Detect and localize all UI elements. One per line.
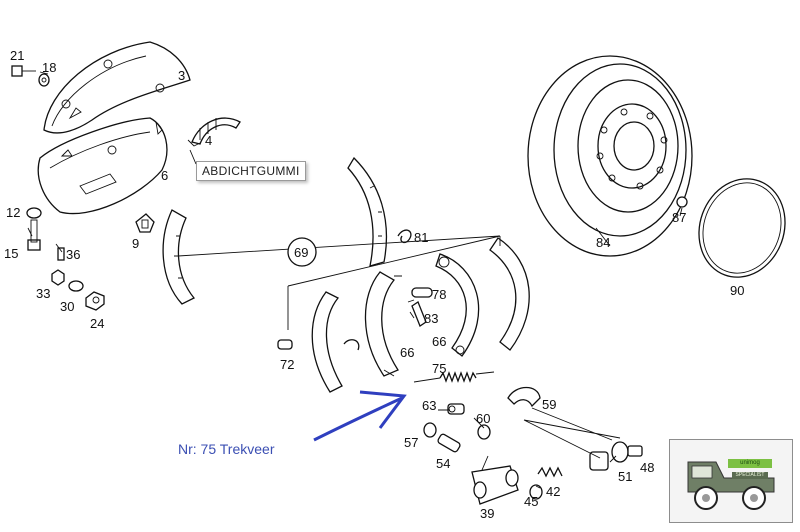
part-number-3: 3 [178, 68, 185, 83]
nut-33 [51, 269, 65, 286]
pointer-arrow [313, 390, 407, 442]
part-number-59: 59 [542, 397, 556, 412]
shoe-66-a [364, 271, 402, 377]
lining-right [489, 237, 530, 351]
part-number-42: 42 [546, 484, 560, 499]
part-number-83: 83 [424, 311, 438, 326]
screw-54 [437, 433, 461, 453]
truck-illustration [687, 461, 775, 510]
part-number-57: 57 [404, 435, 418, 450]
part-number-15: 15 [4, 246, 18, 261]
clip-81 [397, 229, 412, 244]
pin-36 [57, 247, 65, 261]
part-number-12: 12 [6, 205, 20, 220]
screw-87 [676, 196, 688, 208]
part-number-75: 75 [432, 361, 446, 376]
part-number-81: 81 [414, 230, 428, 245]
part-number-30: 30 [60, 299, 74, 314]
spring-75 [413, 371, 495, 383]
spring-45 [537, 466, 563, 478]
callout-69-circle [287, 237, 317, 267]
bolt-15 [27, 219, 41, 251]
part-number-4: 4 [205, 133, 212, 148]
pin-78 [411, 287, 433, 298]
clip-9 [135, 213, 155, 233]
part-number-51: 51 [618, 469, 632, 484]
part-number-18: 18 [42, 60, 56, 75]
part-number-6: 6 [161, 168, 168, 183]
part-number-39: 39 [480, 506, 494, 521]
cap-48 [611, 441, 643, 463]
tooltip-abdichtgummi: ABDICHTGUMMI [196, 161, 306, 181]
part-number-66-b: 66 [432, 334, 446, 349]
part-number-48: 48 [640, 460, 654, 475]
bleed-screw-63 [447, 403, 465, 415]
lining-left [162, 209, 196, 305]
logo-sign: unimog [728, 459, 772, 468]
repair-kit-59 [507, 386, 621, 459]
part-number-63: 63 [422, 398, 436, 413]
backing-plate-bottom [37, 117, 168, 215]
part-number-84: 84 [596, 235, 610, 250]
seal-ring-90 [698, 178, 786, 278]
seal-57 [423, 422, 437, 438]
washer-30 [68, 280, 84, 292]
washer-12 [26, 207, 42, 219]
kit-frame-69 [177, 235, 501, 330]
part-number-66-a: 66 [400, 345, 414, 360]
part-number-78: 78 [432, 287, 446, 302]
part-number-36: 36 [66, 247, 80, 262]
backing-plate-top [43, 41, 191, 134]
part-number-72: 72 [280, 357, 294, 372]
brake-drum-84 [527, 55, 693, 257]
wheel-cylinder-39 [471, 465, 519, 505]
seal-rubber-4 [187, 117, 241, 147]
pin-72 [277, 339, 293, 350]
part-number-24: 24 [90, 316, 104, 331]
clip-near-66 [343, 339, 360, 351]
leader-lines [27, 71, 683, 489]
lining-69-left [311, 291, 343, 393]
washer-18 [38, 73, 50, 87]
part-number-21: 21 [10, 48, 24, 63]
part-number-33: 33 [36, 286, 50, 301]
part-number-45: 45 [524, 494, 538, 509]
pin-83 [411, 301, 427, 327]
logo-subsign: SPECIALIST [732, 472, 768, 479]
part-number-60: 60 [476, 411, 490, 426]
piston-42 [529, 484, 543, 500]
part-number-90: 90 [730, 283, 744, 298]
part-number-54: 54 [436, 456, 450, 471]
nut-24 [85, 291, 105, 311]
part-number-69: 69 [294, 245, 308, 260]
cup-51 [589, 451, 609, 471]
annotation-note: Nr: 75 Trekveer [178, 441, 275, 457]
part-number-9: 9 [132, 236, 139, 251]
unimog-logo-image: unimog SPECIALIST [669, 439, 793, 523]
bolt-21 [11, 65, 36, 77]
cap-60 [477, 424, 491, 440]
lining-upper [347, 156, 388, 267]
shoe-66-b [435, 253, 480, 357]
part-number-87: 87 [672, 210, 686, 225]
